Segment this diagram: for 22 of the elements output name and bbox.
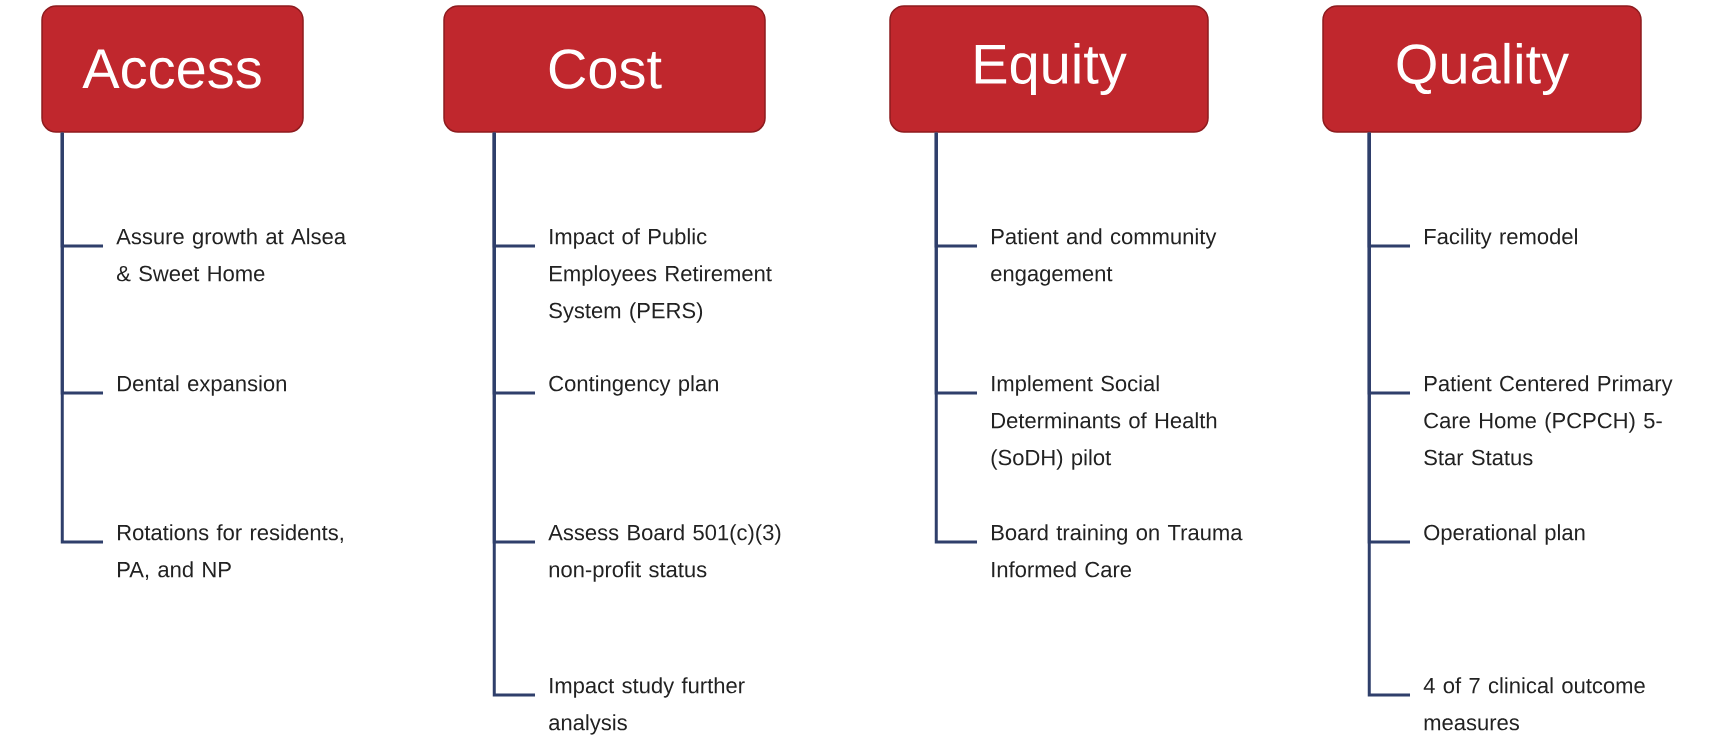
item-text: 4 of 7 clinical outcome measures	[1423, 677, 1645, 731]
header-box: Quality	[1322, 5, 1642, 133]
connector-line	[60, 132, 103, 544]
header-box: Access	[41, 5, 304, 133]
item-text: Patient and community engagement	[991, 228, 1217, 286]
item-text: Assess Board 501(c)(3) non-profit status	[548, 524, 781, 582]
connector-line	[492, 132, 535, 697]
item-text: Assure growth at Alsea & Sweet Home	[116, 228, 347, 282]
item-text: Patient Centered Primary Care Home (PCPCH) 5-Star Status	[1424, 375, 1673, 466]
item-text: Operational plan	[1424, 524, 1585, 545]
item-text: Impact study further analysis	[549, 677, 745, 735]
item-text: Impact of Public Employees Retirement System (PERS)	[549, 228, 772, 323]
item-text: Board training on Trauma Informed Care	[992, 524, 1243, 578]
connector-line	[1367, 132, 1410, 697]
item-text: Dental expansion	[118, 375, 286, 396]
item-text: Facility remodel	[1425, 228, 1577, 249]
item-text: Implement Social Determinants of Health (SoDH) pilot	[991, 375, 1217, 470]
connector-line	[934, 132, 977, 544]
item-text: Contingency plan	[549, 375, 718, 396]
header-box: Cost	[443, 5, 766, 133]
item-text: Rotations for residents, PA, and NP	[118, 524, 343, 580]
header-box: Equity	[889, 5, 1209, 133]
